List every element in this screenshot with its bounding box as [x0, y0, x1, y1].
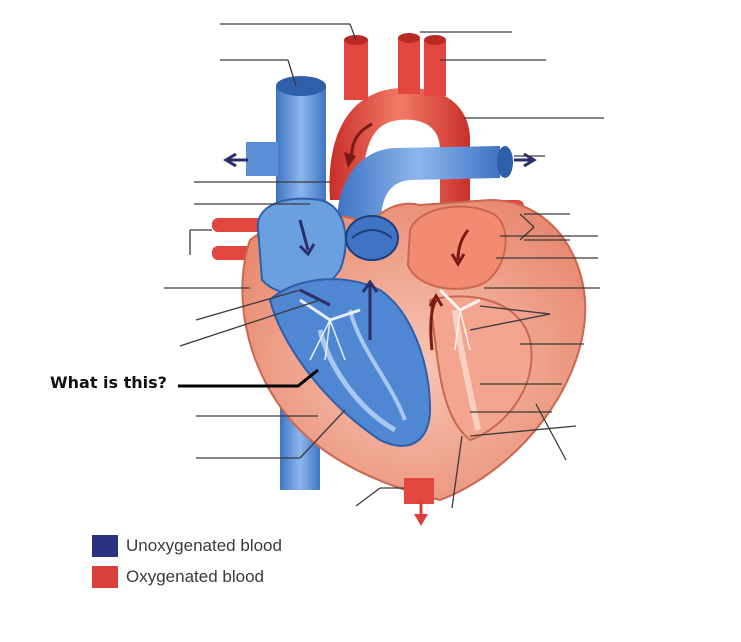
legend-item-unoxygenated: Unoxygenated blood [92, 534, 282, 558]
legend-swatch-oxygenated [92, 566, 118, 588]
legend-label-oxygenated: Oxygenated blood [126, 567, 264, 587]
legend-label-unoxygenated: Unoxygenated blood [126, 536, 282, 556]
legend-swatch-unoxygenated [92, 535, 118, 557]
question-label: What is this? [50, 373, 167, 392]
legend-item-oxygenated: Oxygenated blood [92, 565, 264, 589]
descending-aorta [404, 478, 434, 526]
pulmonary-valve [346, 216, 398, 260]
left-atrium [408, 207, 506, 289]
